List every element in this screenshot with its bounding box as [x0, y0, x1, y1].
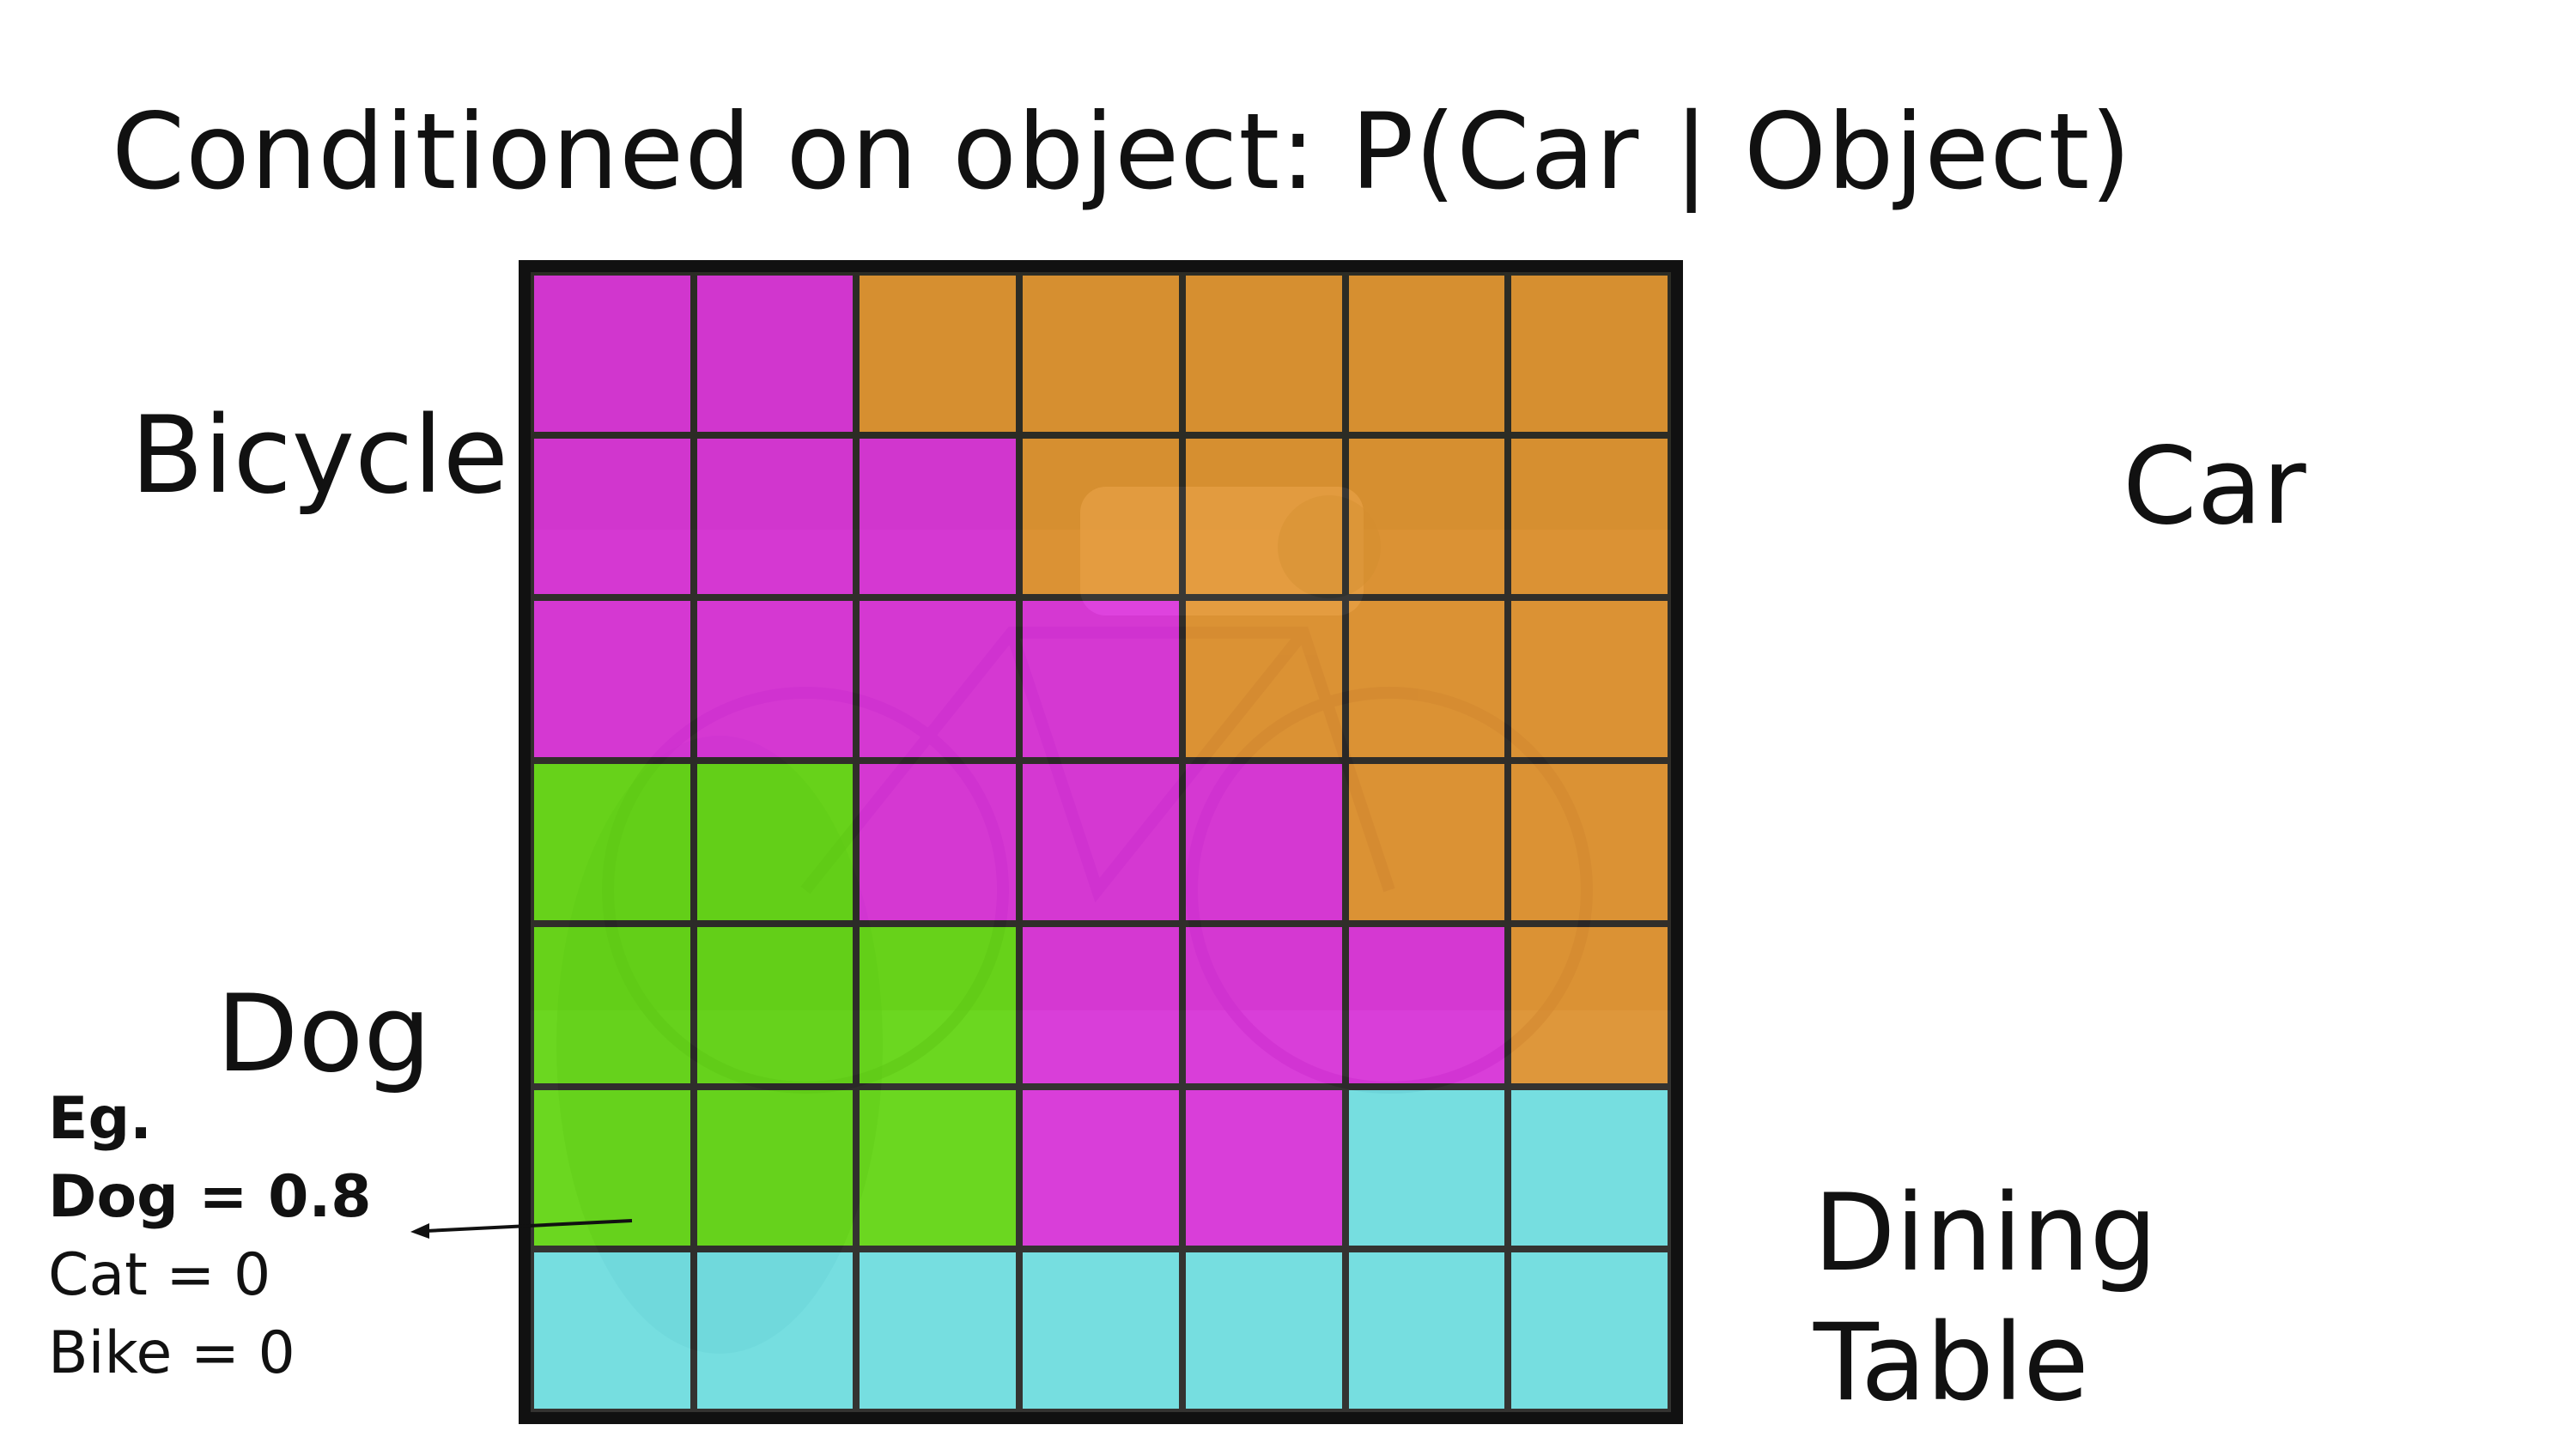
- grid-cell-bicycle: [1019, 761, 1182, 924]
- grid-cell-bicycle: [693, 272, 857, 435]
- slide-title: Conditioned on object: P(Car | Object): [112, 91, 2132, 213]
- grid-cell-dog: [856, 923, 1020, 1087]
- grid-cell-car: [1508, 597, 1671, 761]
- grid-cell-bicycle: [1182, 1086, 1346, 1250]
- example-bike-probability: Bike = 0: [48, 1319, 295, 1387]
- grid-cell-car: [1508, 761, 1671, 924]
- grid-cell-bicycle: [531, 597, 694, 761]
- grid-cell-bicycle: [693, 597, 857, 761]
- grid-cell-dog: [531, 923, 694, 1087]
- grid-cell-dining-table: [1019, 1249, 1182, 1412]
- pointer-arrow-line: [425, 1219, 633, 1233]
- grid-cell-dining-table: [1508, 1086, 1671, 1250]
- dining-table-label-line1: Dining: [1814, 1172, 2158, 1295]
- example-probabilities: Eg. Dog = 0.8 Cat = 0 Bike = 0: [48, 1080, 372, 1392]
- grid-cell-dining-table: [1182, 1249, 1346, 1412]
- grid-cell-dog: [531, 1086, 694, 1250]
- grid-cell-dining-table: [1508, 1249, 1671, 1412]
- grid-cell-dog: [531, 761, 694, 924]
- grid-cell-bicycle: [531, 434, 694, 598]
- grid-cell-dog: [693, 761, 857, 924]
- grid-cell-dog: [693, 1086, 857, 1250]
- grid-cell-car: [1508, 923, 1671, 1087]
- example-heading: Eg.: [48, 1085, 152, 1153]
- grid-cell-car: [1508, 272, 1671, 435]
- car-class-label: Car: [2123, 425, 2306, 549]
- grid-cell-car: [1345, 761, 1509, 924]
- grid-cell-car: [1019, 434, 1182, 598]
- grid-cell-bicycle: [856, 761, 1020, 924]
- bicycle-class-label: Bicycle: [131, 394, 508, 518]
- grid-cell-car: [1345, 434, 1509, 598]
- object-grid: [519, 260, 1683, 1424]
- grid-cell-bicycle: [856, 434, 1020, 598]
- grid-cell-car: [1019, 272, 1182, 435]
- pointer-arrowhead: [410, 1223, 429, 1239]
- grid-cell-bicycle: [1182, 761, 1346, 924]
- grid-cell-dining-table: [531, 1249, 694, 1412]
- grid-cell-bicycle: [1019, 923, 1182, 1087]
- grid-cell-car: [856, 272, 1020, 435]
- grid-cell-car: [1508, 434, 1671, 598]
- grid-cells: [531, 272, 1671, 1412]
- grid-cell-bicycle: [1182, 923, 1346, 1087]
- grid-cell-bicycle: [1019, 1086, 1182, 1250]
- grid-cell-car: [1182, 272, 1346, 435]
- grid-cell-bicycle: [1345, 923, 1509, 1087]
- dining-table-label-line2: Table: [1814, 1301, 2089, 1426]
- grid-cell-bicycle: [856, 597, 1020, 761]
- grid-cell-car: [1182, 597, 1346, 761]
- grid-cell-car: [1345, 597, 1509, 761]
- grid-cell-dining-table: [1345, 1249, 1509, 1412]
- dining-table-class-label: Dining Table: [1814, 1169, 2157, 1429]
- grid-cell-dining-table: [856, 1249, 1020, 1412]
- example-cat-probability: Cat = 0: [48, 1241, 271, 1309]
- grid-cell-car: [1345, 272, 1509, 435]
- grid-cell-bicycle: [531, 272, 694, 435]
- grid-cell-bicycle: [1019, 597, 1182, 761]
- dog-class-label: Dog: [216, 973, 432, 1096]
- grid-cell-bicycle: [693, 434, 857, 598]
- grid-cell-dog: [693, 923, 857, 1087]
- grid-cell-dining-table: [1345, 1086, 1509, 1250]
- grid-cell-car: [1182, 434, 1346, 598]
- grid-cell-dog: [856, 1086, 1020, 1250]
- example-dog-probability: Dog = 0.8: [48, 1163, 372, 1231]
- grid-cell-dining-table: [693, 1249, 857, 1412]
